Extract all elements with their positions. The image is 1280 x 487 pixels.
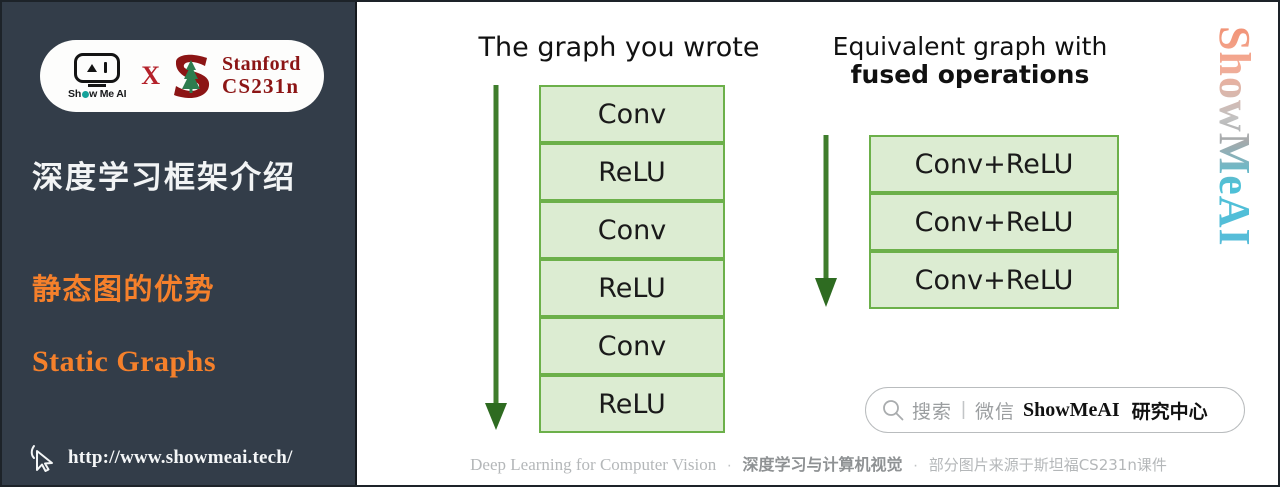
- search-brand-text: ShowMeAI: [1022, 398, 1120, 421]
- stanford-cs231n-text: Stanford CS231n: [222, 52, 301, 99]
- left-op-box-list: Conv ReLU Conv ReLU Conv ReLU: [539, 85, 725, 433]
- showmeai-watermark: ShowMeAI: [1210, 22, 1268, 282]
- stanford-line2: CS231n: [222, 74, 300, 99]
- footer-chinese-bold: 深度学习与计算机视觉: [742, 455, 903, 474]
- search-hint-text: 搜索: [912, 400, 953, 423]
- right-column-heading: Equivalent graph with fused operations: [811, 33, 1129, 89]
- sidebar-url-text: http://www.showmeai.tech/: [68, 447, 293, 468]
- robot-eye-caret-icon: [86, 63, 97, 72]
- teal-dot-icon: [81, 90, 89, 98]
- footer-sep-2: ·: [912, 457, 919, 474]
- fused-op-box: Conv+ReLU: [869, 251, 1119, 309]
- stanford-line1: Stanford: [222, 52, 301, 75]
- left-column-heading: The graph you wrote: [478, 32, 760, 63]
- sidebar-subtitle-en: Static Graphs: [32, 345, 217, 378]
- wechat-search-bar[interactable]: 搜索 | 微信 ShowMeAI 研究中心: [865, 387, 1245, 433]
- op-box: Conv: [539, 317, 725, 375]
- search-channel-text: 微信: [974, 400, 1015, 423]
- watermark-text: ShowMeAI: [1210, 26, 1259, 247]
- fused-op-box: Conv+ReLU: [869, 135, 1119, 193]
- down-arrow-right-icon: [815, 135, 837, 307]
- magnifier-icon: [883, 400, 904, 421]
- footer-chinese-note: 部分图片来源于斯坦福CS231n课件: [928, 456, 1167, 474]
- stanford-tree-logo: [170, 53, 212, 99]
- main-panel: The graph you wrote Equivalent graph wit…: [359, 2, 1278, 485]
- cross-symbol: X: [141, 61, 160, 90]
- op-box: ReLU: [539, 143, 725, 201]
- op-box: Conv: [539, 201, 725, 259]
- search-divider: |: [961, 399, 966, 420]
- search-brand-cn-text: 研究中心: [1131, 400, 1208, 423]
- fused-op-box: Conv+ReLU: [869, 193, 1119, 251]
- right-heading-line1: Equivalent graph with: [832, 32, 1108, 61]
- sidebar-subtitle-cn: 静态图的优势: [32, 272, 216, 306]
- op-box: Conv: [539, 85, 725, 143]
- footer-caption: Deep Learning for Computer Vision · 深度学习…: [359, 451, 1278, 475]
- robot-face-icon: [74, 52, 121, 83]
- footer-sep-1: ·: [726, 457, 732, 474]
- robot-eye-bar-icon: [103, 62, 108, 74]
- sidebar-title: 深度学习框架介绍: [32, 160, 296, 196]
- down-arrow-left-icon: [485, 85, 507, 430]
- right-op-box-list: Conv+ReLU Conv+ReLU Conv+ReLU: [869, 135, 1119, 309]
- footer-english: Deep Learning for Computer Vision: [470, 455, 717, 474]
- mouse-pointer-icon: [30, 445, 53, 472]
- sidebar-url-row[interactable]: http://www.showmeai.tech/: [30, 443, 293, 473]
- op-box: ReLU: [539, 375, 725, 433]
- op-box: ReLU: [539, 259, 725, 317]
- right-heading-line2: fused operations: [850, 60, 1090, 89]
